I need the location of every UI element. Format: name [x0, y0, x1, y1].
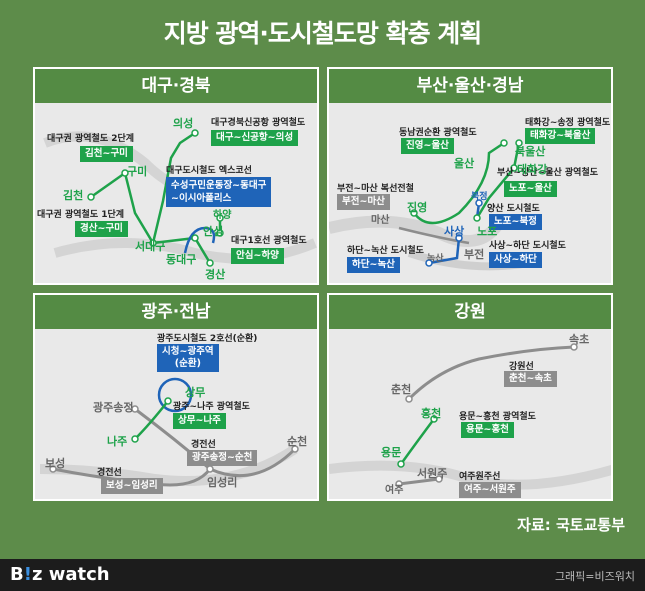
graphic-credit: 그래픽=비즈워치	[554, 570, 635, 583]
route-label: 부산~양산~울산 광역철도	[497, 168, 599, 178]
city-label: 홍천	[421, 407, 442, 420]
city-label: 상무	[185, 386, 206, 399]
city-label: 사상	[444, 225, 465, 238]
city-label: 임성리	[207, 476, 238, 489]
route-tag: 진영~울산	[401, 138, 454, 154]
city-label: 노포	[477, 225, 498, 238]
route-label: 강원선	[509, 362, 534, 372]
city-label: 의성	[173, 117, 194, 130]
route-label: 광주도시철도 2호선(순환)	[157, 334, 258, 344]
panel-title: 광주·전남	[35, 295, 317, 329]
city-label: 용문	[381, 446, 402, 459]
city-label: 광주송정	[93, 401, 134, 414]
city-label: 울산	[454, 157, 475, 170]
rail-lines	[329, 343, 611, 490]
city-label: 김천	[63, 189, 84, 202]
city-label: 순천	[287, 435, 308, 448]
route-tag: 김천~구미	[80, 146, 133, 162]
city-label: 서원주	[417, 467, 448, 480]
route-tag: 여주~서원주	[459, 482, 521, 498]
city-label: 태화강	[517, 163, 548, 176]
map-busan: 태화강~송정 광역철도 태화강~북울산 동남권순환 광역철도 진영~울산 부산~…	[329, 103, 611, 283]
route-tag: 용문~홍천	[461, 422, 514, 438]
logo-mark: !	[23, 564, 32, 585]
route-tag: 춘천~속초	[504, 371, 557, 387]
city-label: 마산	[371, 215, 390, 226]
footer: B!z watch 그래픽=비즈워치	[0, 559, 645, 591]
map-gwangju: 광주도시철도 2호선(순환) 시청~광주역 (순환) 광주~나주 광역철도 상무…	[35, 329, 317, 499]
panel-title: 대구·경북	[35, 69, 317, 103]
city-label: 나주	[107, 435, 128, 448]
route-tag: 광주송정~순천	[187, 450, 258, 466]
route-tag-line: 수성구민운동장~동대구	[171, 180, 267, 191]
panel-busan: 부산·울산·경남 태화강~송정 광역철도 태화강~북	[327, 67, 613, 285]
city-label: 춘천	[391, 383, 412, 396]
city-label: 보성	[45, 457, 66, 470]
panel-gangwon: 강원 강원선 춘천~속초 용문~홍천 광역철도 용문~홍천 여주원주선 여주~서…	[327, 293, 613, 501]
route-tag: 사상~하단	[489, 252, 542, 268]
route-tag: 태화강~북울산	[525, 128, 596, 144]
route-tag: 안심~하양	[231, 248, 284, 264]
route-tag-line: 시청~광주역	[162, 346, 214, 357]
city-label: 진영	[407, 201, 428, 214]
panel-title: 부산·울산·경남	[329, 69, 611, 103]
route-label: 하단~녹산 도시철도	[347, 246, 424, 256]
route-tag: 수성구민운동장~동대구 ~이시아폴리스	[166, 177, 272, 207]
city-label: 서대구	[135, 240, 166, 253]
city-label: 동대구	[166, 253, 197, 266]
city-label: 북정	[471, 192, 488, 202]
route-tag: 하단~녹산	[347, 257, 400, 273]
route-label: 대구경북신공항 광역철도	[211, 118, 306, 128]
route-label: 대구권 광역철도 2단계	[47, 134, 135, 144]
route-label: 경전선	[191, 440, 216, 450]
route-label: 광주~나주 광역철도	[173, 402, 250, 412]
route-label: 여주원주선	[459, 472, 501, 482]
panel-title: 강원	[329, 295, 611, 329]
route-tag-line: ~이시아폴리스	[171, 193, 232, 204]
route-label: 사상~하단 도시철도	[489, 241, 566, 251]
route-tag-line: (순환)	[174, 358, 201, 369]
panel-gwangju: 광주·전남 광주도시철도 2호선(순환) 시청~광주역 (순환) 광주~나주 광…	[33, 293, 319, 501]
map-gangwon: 강원선 춘천~속초 용문~홍천 광역철도 용문~홍천 여주원주선 여주~서원주 …	[329, 329, 611, 499]
city-label: 속초	[569, 333, 590, 346]
bizwatch-logo: B!z watch	[10, 564, 110, 585]
route-tag: 시청~광주역 (순환)	[157, 344, 219, 372]
route-label: 용문~홍천 광역철도	[459, 412, 536, 422]
route-tag: 노포~울산	[504, 181, 557, 197]
route-tag: 노포~북정	[489, 214, 542, 230]
source-label: 자료: 국토교통부	[517, 516, 625, 534]
route-tag: 보성~임성리	[101, 478, 163, 494]
route-label: 양산 도시철도	[487, 204, 540, 214]
route-tag: 경산~구미	[75, 221, 128, 237]
route-tag: 상무~나주	[173, 413, 226, 429]
route-label: 대구1호선 광역철도	[231, 236, 307, 246]
route-label: 동남권순환 광역철도	[399, 128, 477, 138]
city-label: 하양	[213, 210, 232, 221]
logo-letter: B	[10, 564, 24, 585]
city-label: 경산	[205, 268, 226, 281]
city-label: 여주	[385, 485, 404, 496]
map-daegu: 대구권 광역철도 2단계 김천~구미 대구경북신공항 광역철도 대구~신공항~의…	[35, 103, 317, 283]
route-label: 태화강~송정 광역철도	[525, 118, 611, 128]
city-label: 북울산	[515, 145, 546, 158]
panel-daegu: 대구·경북 대구권 광역철도 2단계 김천~구미 대구경북신공항 광역철도 대구…	[33, 67, 319, 285]
route-tag: 대구~신공항~의성	[211, 130, 299, 146]
route-label: 경전선	[97, 468, 122, 478]
page-title: 지방 광역·도시철도망 확충 계획	[163, 19, 483, 48]
route-tag: 부전~마산	[337, 194, 390, 210]
city-label: 구미	[127, 165, 148, 178]
route-label: 대구권 광역철도 1단계	[37, 210, 125, 220]
city-label: 안심	[203, 225, 224, 238]
logo-text: z watch	[31, 564, 110, 585]
route-label: 부전~마산 복선전철	[337, 184, 414, 194]
city-label: 녹산	[427, 254, 444, 264]
city-label: 부전	[464, 248, 485, 261]
route-label: 대구도시철도 엑스코선	[166, 166, 252, 176]
